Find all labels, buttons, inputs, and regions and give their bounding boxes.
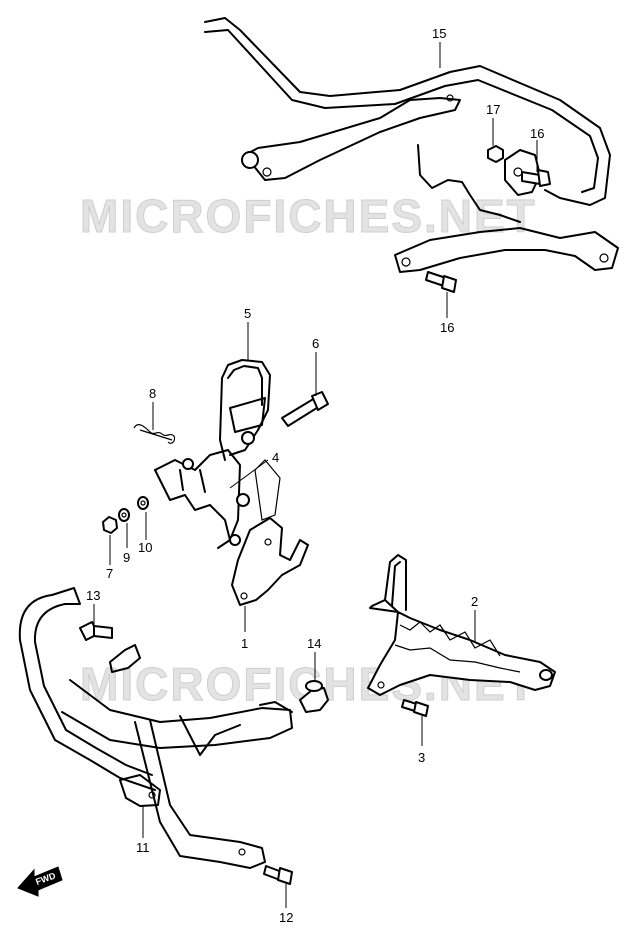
leader-lines [93,42,538,908]
part-1-footrest-bracket [229,517,309,606]
callout-1: 1 [241,636,248,651]
watermark-top: MICROFICHES.NET [80,190,537,242]
callout-12: 12 [279,910,293,925]
callout-5: 5 [244,306,251,321]
part-5-footrest-hanger [219,359,271,461]
callout-17: 17 [486,102,500,117]
callout-16-lower: 16 [440,320,454,335]
part-6-pin [281,391,329,427]
callout-10: 10 [138,540,152,555]
callout-3: 3 [418,750,425,765]
part-17-nut [487,145,504,163]
part-2-footrest [367,554,556,696]
part-14-cap [299,680,329,713]
part-10-washer [137,496,149,510]
callout-16-upper: 16 [530,126,544,141]
part-11-guard-frame [18,587,293,869]
callout-7: 7 [106,566,113,581]
callout-numbers: 15 17 16 16 5 6 8 4 7 9 10 1 13 14 2 3 1… [86,26,544,925]
callout-4: 4 [272,450,279,465]
callout-14: 14 [307,636,321,651]
part-9-washer [118,508,130,522]
fwd-arrow-icon: FWD [17,866,63,897]
part-12-bolt [263,865,293,885]
callout-6: 6 [312,336,319,351]
part-16-bolt-upper [521,169,551,187]
part-15-upper-frame [204,17,619,273]
callout-13: 13 [86,588,100,603]
callout-11: 11 [136,840,150,855]
part-8-spring [133,424,176,444]
callout-9: 9 [123,550,130,565]
callout-8: 8 [149,386,156,401]
part-7-nut [102,516,118,534]
part-16-bolt-lower [425,271,457,293]
callout-2: 2 [471,594,478,609]
part-4-footrest [154,449,281,549]
part-13-bolt [79,621,113,641]
callout-15: 15 [432,26,446,41]
part-3-bolt [401,699,429,717]
